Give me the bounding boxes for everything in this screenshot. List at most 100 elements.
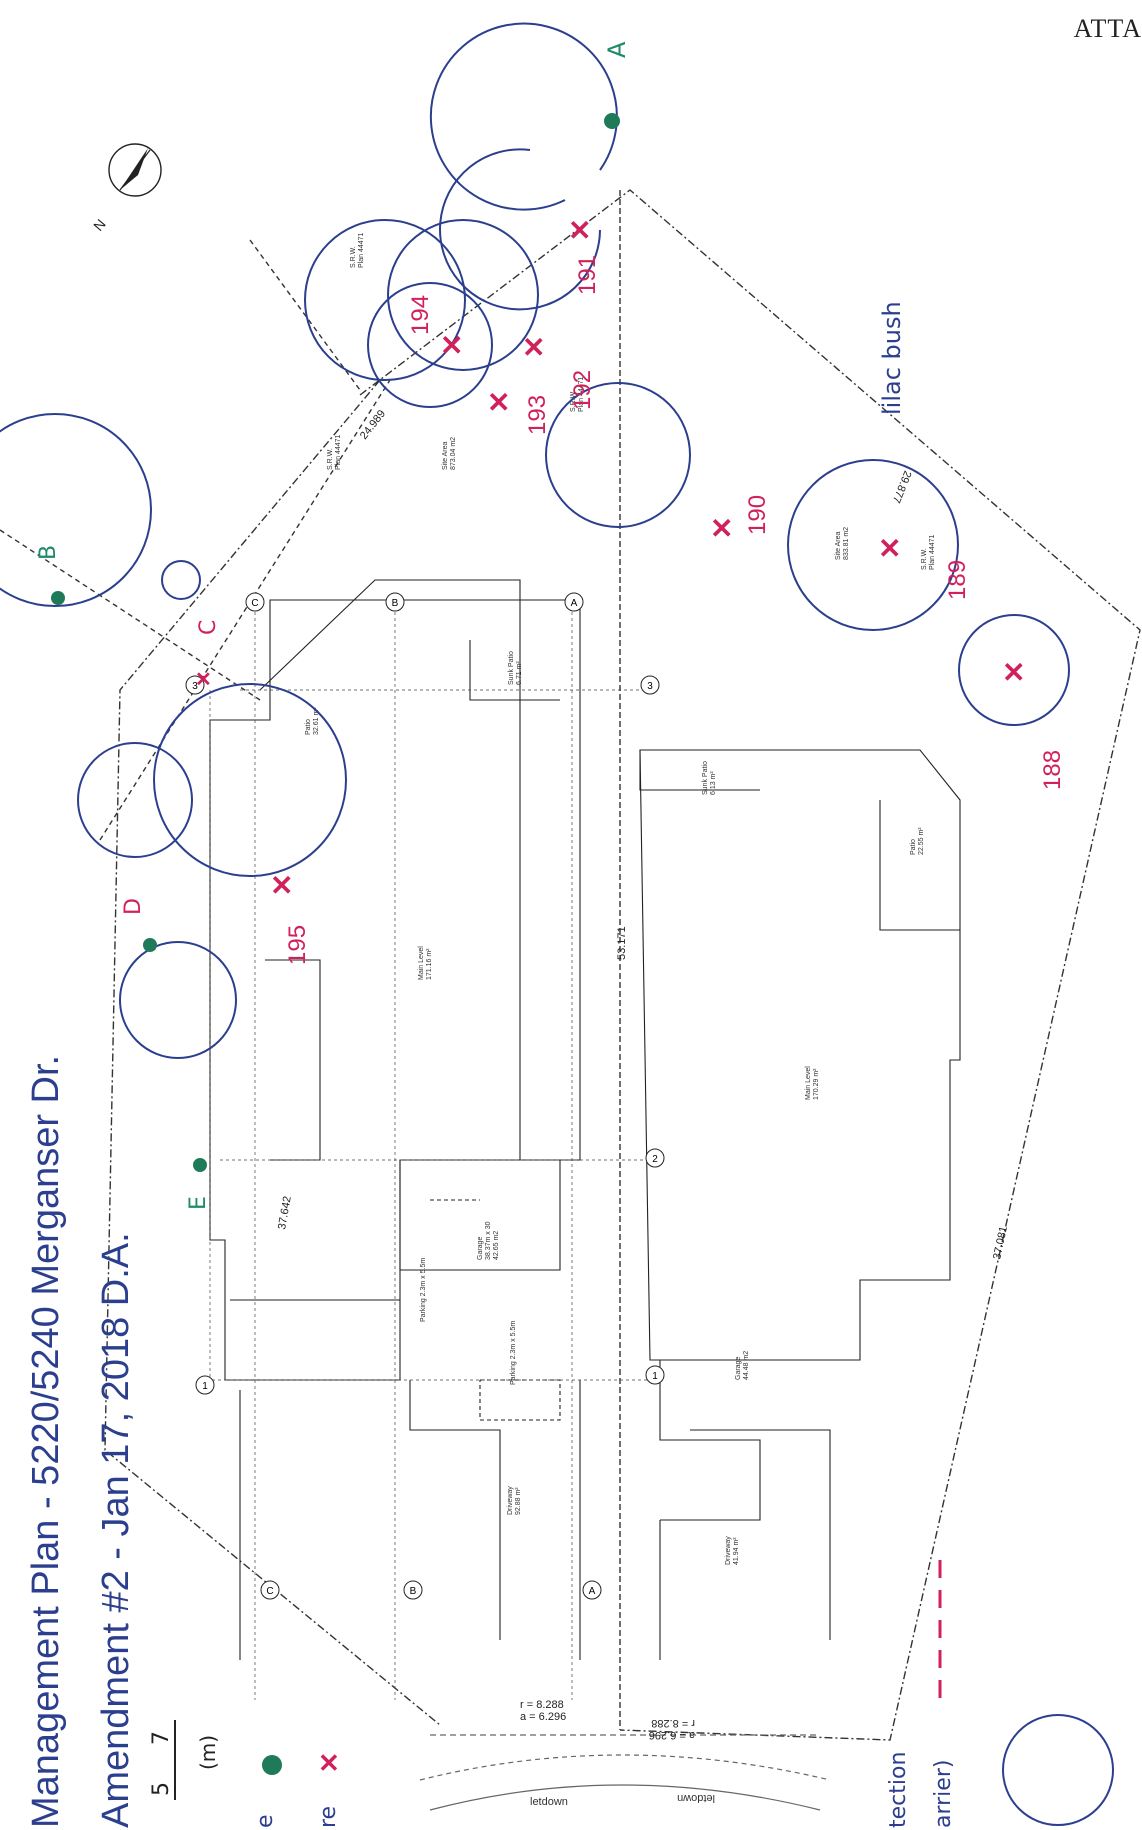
garage-label-2: Garage44.48 m2 bbox=[735, 1351, 750, 1380]
retained-trees: A B C D E bbox=[36, 41, 631, 1210]
tree-tag-a: A bbox=[603, 41, 631, 58]
zone-tree-190 bbox=[545, 382, 691, 528]
legend-remove-label: re bbox=[316, 1806, 341, 1828]
grid-label-3-left: 3 bbox=[192, 681, 198, 692]
zone-tree-195 bbox=[153, 683, 347, 877]
srw-label-4: S.R.W.Plan 44471 bbox=[921, 534, 936, 570]
grid-label-2: 2 bbox=[652, 1154, 658, 1165]
scale-tick-5: 5 bbox=[149, 1782, 174, 1796]
grid-label-3: 3 bbox=[647, 681, 653, 692]
lilac-bush-note: lilac bush bbox=[878, 301, 906, 415]
driveway-label-2: Driveway41.94 m² bbox=[725, 1536, 740, 1565]
legend-protection-line2: arrier) bbox=[931, 1760, 956, 1828]
remove-mark-193: ✕ bbox=[487, 387, 510, 418]
zone-tree-a bbox=[429, 22, 618, 211]
remove-mark-194: ✕ bbox=[440, 330, 463, 361]
tree-dot-b bbox=[51, 591, 65, 605]
remove-mark-188: ✕ bbox=[1002, 657, 1025, 688]
srw-label-2: S.R.W.Plan 44471 bbox=[570, 376, 585, 412]
scale-unit: (m) bbox=[196, 1735, 220, 1770]
grid-label-b-bottom: B bbox=[410, 1586, 417, 1597]
attachment-label: ATTA bbox=[1073, 14, 1142, 43]
property-boundary bbox=[0, 189, 1141, 1741]
sunk-patio-label-2: Sunk Patio6.13 m² bbox=[702, 761, 717, 795]
main-level-label-1: Main Level171.16 m² bbox=[418, 946, 433, 980]
dimension-29877: 29.877 bbox=[890, 469, 914, 505]
garage-label-1: Garage38.37m x 3042.65 m2 bbox=[477, 1221, 500, 1260]
tree-protection-zones bbox=[0, 22, 1114, 1826]
legend-protection-circle bbox=[1002, 1714, 1114, 1826]
patio-label-2: Patio22.55 m² bbox=[910, 827, 925, 855]
curve-arc-1: a = 6.296 bbox=[520, 1711, 566, 1723]
north-label: N bbox=[90, 216, 109, 234]
dimension-labels: 24.989 53.171 37.642 37.081 29.877 r = 8… bbox=[276, 408, 1010, 1741]
tree-tag-e: E bbox=[186, 1196, 211, 1210]
tree-number-192: 192 bbox=[569, 370, 596, 410]
road-edge bbox=[419, 1734, 831, 1811]
patio-label-1: Patio32.61 m² bbox=[305, 707, 320, 735]
tree-number-188: 188 bbox=[1039, 750, 1066, 790]
tree-tag-b: B bbox=[36, 545, 61, 560]
tree-number-190: 190 bbox=[744, 495, 771, 535]
letdown-label-2: letdown bbox=[677, 1792, 715, 1804]
tree-dot-a bbox=[604, 113, 620, 129]
title-block: Management Plan - 5220/5240 Merganser Dr… bbox=[25, 1055, 137, 1828]
title-line-1: Management Plan - 5220/5240 Merganser Dr… bbox=[25, 1055, 67, 1828]
parking-label-2: Parking 2.3m x 5.5m bbox=[510, 1321, 517, 1385]
zone-tree-d bbox=[77, 742, 193, 858]
legend-protection-line1: tection bbox=[886, 1752, 911, 1828]
zone-tree-191 bbox=[439, 148, 601, 311]
remove-mark-c: ✕ bbox=[195, 669, 212, 691]
zone-tree-189 bbox=[787, 459, 959, 631]
sunk-patio-label-1: Sunk Patio6.71 m² bbox=[508, 651, 523, 685]
dimension-37642: 37.642 bbox=[276, 1195, 294, 1230]
zone-tree-188 bbox=[958, 614, 1070, 726]
tree-number-194: 194 bbox=[407, 295, 434, 335]
dimension-37081: 37.081 bbox=[991, 1225, 1010, 1260]
site-area-label-2: Site Area833.81 m2 bbox=[835, 527, 850, 560]
grid-label-a-bottom: A bbox=[589, 1586, 596, 1597]
zone-tree-193 bbox=[367, 282, 493, 408]
legend-retain-dot bbox=[262, 1755, 282, 1775]
dimension-53171: 53.171 bbox=[616, 926, 628, 960]
grid-label-1-right: 1 bbox=[652, 1371, 658, 1382]
grid-label-c-top: C bbox=[251, 598, 258, 609]
srw-label-1: S.R.W.Plan 44471 bbox=[350, 232, 365, 268]
area-labels: S.R.W.Plan 44471 S.R.W.Plan 44471 S.R.W.… bbox=[305, 232, 936, 1808]
removed-trees: ✕ ✕ ✕ ✕ ✕ ✕ ✕ ✕ ✕ bbox=[195, 215, 1025, 901]
remove-mark-190: ✕ bbox=[710, 513, 733, 544]
grid-label-b-top: B bbox=[392, 598, 399, 609]
tree-tag-d: D bbox=[121, 898, 146, 915]
curve-radius-2: r = 8.288 bbox=[651, 1717, 695, 1729]
curve-radius-1: r = 8.288 bbox=[520, 1699, 564, 1711]
tree-tag-c: C bbox=[196, 620, 221, 635]
parking-label-1: Parking 2.3m x 5.5m bbox=[420, 1258, 427, 1322]
curve-arc-2: a = 6.296 bbox=[649, 1729, 695, 1741]
scale-tick-7: 7 bbox=[149, 1731, 174, 1745]
remove-mark-189: ✕ bbox=[878, 533, 901, 564]
grid-label-1-left: 1 bbox=[202, 1381, 208, 1392]
zone-tree-194 bbox=[304, 219, 466, 381]
zone-tree-192 bbox=[387, 219, 539, 371]
remove-mark-191: ✕ bbox=[568, 215, 591, 246]
dimension-24989: 24.989 bbox=[358, 408, 388, 442]
tree-dot-d bbox=[143, 938, 157, 952]
grid-label-a-top: A bbox=[571, 598, 578, 609]
grid-lines bbox=[200, 600, 660, 1700]
tree-number-193: 193 bbox=[524, 395, 551, 435]
grid-bubbles: C B A C B A 1 1 2 3 3 bbox=[185, 592, 665, 1600]
building-outlines bbox=[209, 579, 961, 1660]
zone-tree-b bbox=[0, 413, 152, 607]
title-line-2: Amendment #2 - Jan 17, 2018 D.A. bbox=[95, 1232, 137, 1828]
grid-label-c-bottom: C bbox=[266, 1586, 273, 1597]
zone-tree-c bbox=[161, 560, 201, 600]
tree-dot-e bbox=[193, 1158, 207, 1172]
legend-remove-mark: ✕ bbox=[318, 1748, 340, 1778]
tree-number-191: 191 bbox=[574, 255, 601, 295]
tree-number-195: 195 bbox=[284, 925, 311, 965]
main-level-label-2: Main Level170.29 m² bbox=[805, 1066, 820, 1100]
driveway-label-1: Driveway92.88 m² bbox=[507, 1486, 522, 1515]
removed-tree-numbers: 188 189 190 191 192 193 194 195 bbox=[284, 255, 1066, 965]
tree-number-189: 189 bbox=[944, 560, 971, 600]
remove-mark-195: ✕ bbox=[270, 870, 293, 901]
